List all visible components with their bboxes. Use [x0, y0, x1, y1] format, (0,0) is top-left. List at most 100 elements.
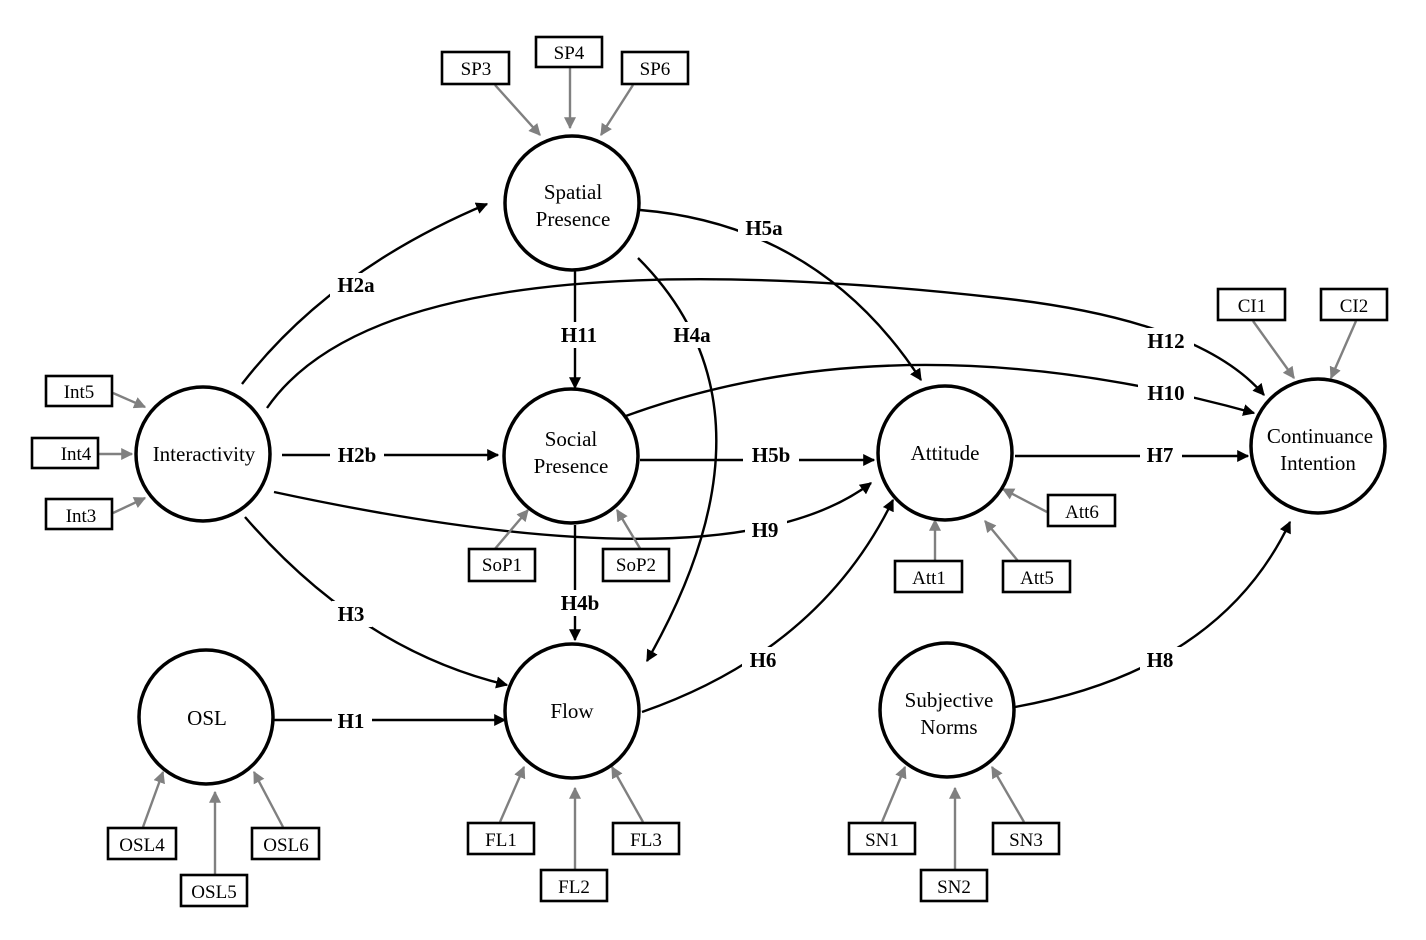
path-fl3 [610, 765, 645, 823]
indicator-label: Att6 [1065, 502, 1099, 523]
indicator-sp4: SP4 [534, 35, 604, 69]
hypothesis-h4a: H4a [673, 323, 711, 347]
indicator-label: SP4 [554, 43, 585, 64]
path-sn1 [880, 765, 907, 823]
construct-label: Intention [1280, 451, 1356, 475]
indicator-label: Att5 [1020, 568, 1054, 589]
indicator-att1: Att1 [893, 559, 964, 594]
indicator-label: Att1 [912, 568, 946, 589]
indicator-fl3: FL3 [611, 821, 681, 856]
construct-spatial-presence: Spatial Presence [503, 134, 641, 272]
construct-label: Flow [550, 699, 594, 723]
path-osl4 [141, 770, 165, 828]
indicator-label: FL2 [558, 877, 590, 898]
hypothesis-h3: H3 [338, 602, 365, 626]
indicator-osl4: OSL4 [106, 826, 178, 861]
construct-social-presence: Social Presence [502, 387, 640, 525]
indicator-label: Int4 [61, 444, 92, 465]
indicator-label: SoP1 [482, 555, 522, 576]
indicator-label: SP3 [461, 59, 492, 80]
indicator-label: FL1 [485, 830, 517, 851]
indicator-ci2: CI2 [1319, 287, 1389, 322]
construct-interactivity: Interactivity [134, 385, 272, 523]
indicator-int5: Int5 [44, 374, 114, 408]
hypothesis-h2b: H2b [338, 443, 377, 467]
construct-flow: Flow [503, 642, 641, 780]
indicator-label: FL3 [630, 830, 662, 851]
indicator-osl5: OSL5 [179, 873, 249, 908]
indicator-label: SN3 [1009, 830, 1043, 851]
hypothesis-h12: H12 [1147, 329, 1184, 353]
hypothesis-h5b: H5b [752, 443, 791, 467]
indicator-label: Int3 [66, 506, 97, 527]
indicator-sn2: SN2 [919, 868, 989, 903]
hypothesis-h6: H6 [750, 648, 777, 672]
path-fl1 [498, 765, 526, 823]
path-h8 [1014, 520, 1292, 709]
path-h6 [641, 498, 895, 714]
path-sop2 [615, 508, 643, 551]
hypothesis-h8: H8 [1147, 648, 1174, 672]
path-h3 [244, 516, 509, 689]
indicator-att5: Att5 [1001, 559, 1072, 594]
indicator-sp3: SP3 [440, 50, 511, 86]
indicator-int3: Int3 [44, 497, 114, 531]
indicator-label: OSL4 [119, 835, 165, 856]
indicator-att6: Att6 [1046, 493, 1117, 528]
indicator-label: SP6 [640, 59, 671, 80]
indicator-label: SN2 [937, 877, 971, 898]
path-int5 [112, 391, 147, 409]
path-osl6 [252, 770, 285, 828]
hypothesis-h2a: H2a [337, 273, 375, 297]
path-sp3 [494, 84, 541, 136]
hypothesis-h1: H1 [338, 709, 365, 733]
construct-label: Subjective [905, 688, 994, 712]
construct-label: Attitude [911, 441, 980, 465]
indicator-label: OSL5 [191, 882, 236, 903]
indicator-sn3: SN3 [991, 821, 1061, 856]
indicator-sp6: SP6 [620, 50, 690, 86]
path-h9 [273, 482, 872, 540]
indicator-fl2: FL2 [539, 868, 609, 903]
construct-continuance-intention: Continuance Intention [1249, 377, 1387, 515]
indicator-label: Int5 [64, 382, 95, 403]
indicator-ci1: CI1 [1216, 287, 1287, 322]
path-att6 [1001, 487, 1048, 514]
indicator-int4: Int4 [30, 436, 100, 470]
indicator-sop1: SoP1 [467, 547, 537, 583]
construct-label: Presence [536, 207, 611, 231]
construct-label: Social [545, 427, 598, 451]
hypothesis-h4b: H4b [561, 591, 600, 615]
path-sn3 [990, 765, 1026, 823]
path-h12 [266, 278, 1265, 409]
indicator-label: SN1 [865, 830, 899, 851]
construct-label: Interactivity [153, 442, 256, 466]
hypothesis-h10: H10 [1147, 381, 1184, 405]
indicator-label: SoP2 [616, 555, 656, 576]
construct-label: Spatial [544, 180, 602, 204]
construct-label: Norms [920, 715, 977, 739]
hypothesis-labels: H2a H2b H3 H1 H11 H4b H4a H5a H5b H9 H6 … [330, 215, 1194, 734]
indicator-sop2: SoP2 [601, 547, 671, 583]
path-ci2 [1329, 320, 1358, 380]
hypothesis-h9: H9 [752, 518, 779, 542]
path-sop1 [493, 509, 529, 551]
path-h4a [637, 257, 718, 663]
construct-subjective-norms: Subjective Norms [878, 641, 1016, 779]
construct-attitude: Attitude [876, 384, 1014, 522]
indicator-label: OSL6 [263, 835, 308, 856]
hypothesis-h11: H11 [561, 323, 597, 347]
construct-label: Presence [534, 454, 609, 478]
construct-osl: OSL [137, 648, 275, 786]
path-sp6 [599, 84, 635, 137]
path-int3 [112, 496, 147, 515]
path-ci1 [1252, 320, 1295, 379]
indicator-sn1: SN1 [847, 821, 917, 856]
indicator-osl6: OSL6 [250, 826, 321, 861]
indicator-label: CI2 [1340, 296, 1369, 317]
indicator-fl1: FL1 [466, 821, 536, 856]
indicator-label: CI1 [1238, 296, 1267, 317]
path-h5a [639, 208, 923, 382]
indicator-paths [97, 67, 1358, 874]
